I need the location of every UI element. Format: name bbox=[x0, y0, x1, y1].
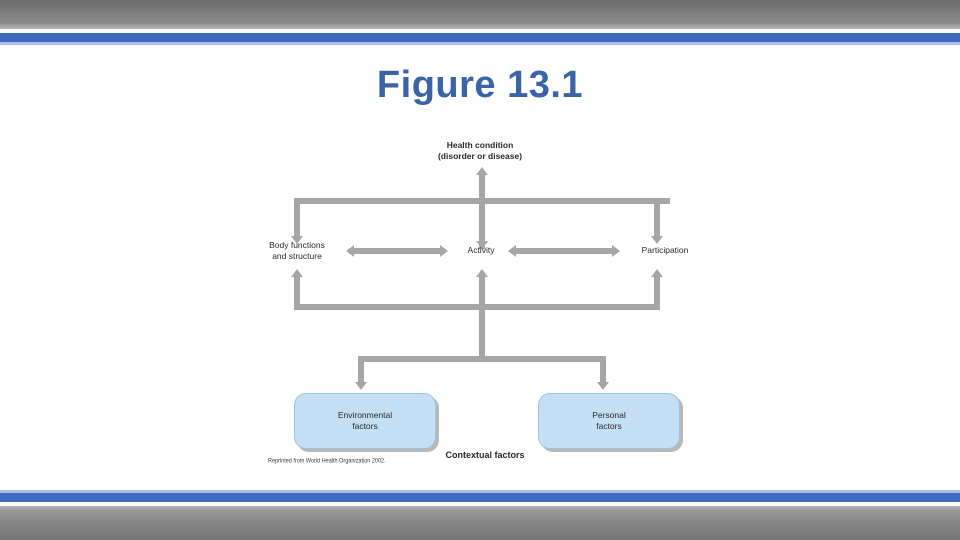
bottom-band-edge bbox=[0, 502, 960, 506]
upper-bus-right-drop bbox=[654, 198, 660, 240]
activity-up-arrowhead bbox=[476, 269, 488, 277]
personal-factors-label: Personal factors bbox=[592, 410, 626, 431]
icf-diagram: Health condition (disorder or disease) B… bbox=[250, 132, 710, 477]
personal-drop bbox=[600, 356, 606, 386]
activity-label: Activity bbox=[467, 245, 495, 255]
body-activity-right-arrowhead bbox=[440, 245, 448, 257]
bottom-gray-band bbox=[0, 506, 960, 540]
health-condition-down-arrowhead bbox=[476, 241, 488, 249]
participation-down-arrowhead bbox=[651, 236, 663, 244]
bottom-blue-bar bbox=[0, 493, 960, 502]
top-band-edge bbox=[0, 29, 960, 32]
environmental-factors-box[interactable]: Environmental factors bbox=[294, 393, 436, 449]
activity-participation-shaft bbox=[516, 248, 612, 254]
personal-factors-box[interactable]: Personal factors bbox=[538, 393, 680, 449]
environmental-drop bbox=[358, 356, 364, 386]
health-condition-label: Health condition (disorder or disease) bbox=[437, 140, 523, 161]
bottom-blue-bar-highlight bbox=[0, 490, 960, 493]
contextual-factors-caption: Contextual factors bbox=[445, 450, 525, 460]
lower-bus-bar bbox=[294, 304, 660, 310]
body-activity-left-arrowhead bbox=[346, 245, 354, 257]
top-blue-bar-highlight bbox=[0, 42, 960, 45]
contextual-split-bar bbox=[358, 356, 606, 362]
health-condition-up-arrowhead bbox=[476, 167, 488, 175]
upper-bus-left-drop bbox=[294, 198, 300, 240]
body-functions-up-arrowhead bbox=[291, 269, 303, 277]
body-activity-shaft bbox=[354, 248, 440, 254]
lower-bus-left-riser bbox=[294, 277, 300, 310]
lower-bus-right-riser bbox=[654, 277, 660, 310]
activity-participation-left-arrowhead bbox=[508, 245, 516, 257]
environmental-down-arrowhead bbox=[355, 382, 367, 390]
activity-center-riser bbox=[479, 277, 485, 362]
health-condition-stem bbox=[479, 175, 485, 249]
page-title: Figure 13.1 bbox=[376, 64, 584, 106]
environmental-factors-label: Environmental factors bbox=[337, 410, 393, 431]
top-blue-bar bbox=[0, 33, 960, 42]
upper-bus-bar bbox=[294, 198, 670, 204]
participation-up-arrowhead bbox=[651, 269, 663, 277]
source-credit: Reprinted from World Health Organization… bbox=[268, 458, 386, 465]
top-gray-band bbox=[0, 0, 960, 29]
personal-down-arrowhead bbox=[597, 382, 609, 390]
participation-label: Participation bbox=[641, 245, 689, 255]
body-functions-down-arrowhead bbox=[291, 236, 303, 244]
body-functions-label: Body functions and structure bbox=[269, 240, 325, 261]
activity-participation-right-arrowhead bbox=[612, 245, 620, 257]
